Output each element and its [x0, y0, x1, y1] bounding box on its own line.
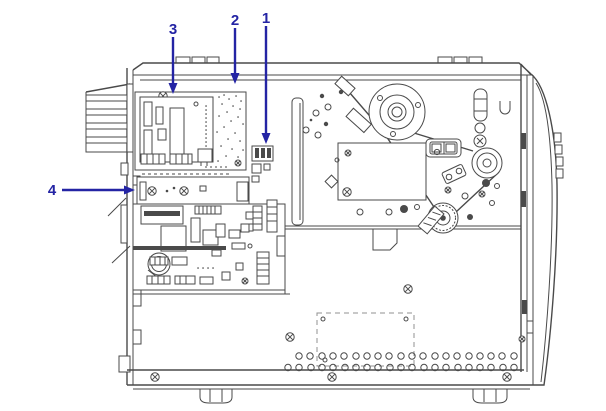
drive-mechanism: [298, 75, 511, 235]
ribbon-takeup-pulley: [368, 83, 426, 141]
drive-motor: [337, 142, 427, 201]
lower-panel: [133, 225, 521, 372]
option-board: [139, 96, 214, 166]
printhead-latch: [425, 138, 462, 158]
callout-4-label: 4: [48, 182, 57, 199]
spring-bracket: [417, 205, 445, 235]
callout-1-label: 1: [262, 10, 270, 27]
belt-tensioner: [334, 75, 356, 97]
screws-standoffs: [298, 89, 500, 220]
spring-post: [473, 88, 511, 148]
callout-3: 3: [168, 21, 178, 94]
vent-holes: [284, 352, 518, 372]
sensor-bracket: [345, 107, 372, 134]
callout-4: 4: [48, 182, 135, 199]
media-slot: [291, 97, 304, 226]
host-connector: [251, 145, 274, 183]
heatsink-fins: [85, 83, 134, 153]
rubber-feet: [199, 388, 508, 404]
callouts: 1 2 3 4: [48, 10, 271, 199]
idler-pulley: [471, 147, 503, 187]
tension-bracket: [441, 164, 467, 184]
right-wall-slots: [521, 133, 534, 334]
callout-2: 2: [230, 12, 240, 84]
callout-1: 1: [261, 10, 271, 144]
access-plate-outline: [316, 312, 415, 367]
main-logic-board: [132, 199, 290, 295]
top-tabs: [175, 56, 483, 64]
printer-chassis: [107, 56, 564, 404]
callout-2-label: 2: [231, 12, 239, 29]
power-module: [136, 176, 250, 206]
front-cover: [530, 73, 564, 386]
callout-3-label: 3: [169, 21, 177, 38]
